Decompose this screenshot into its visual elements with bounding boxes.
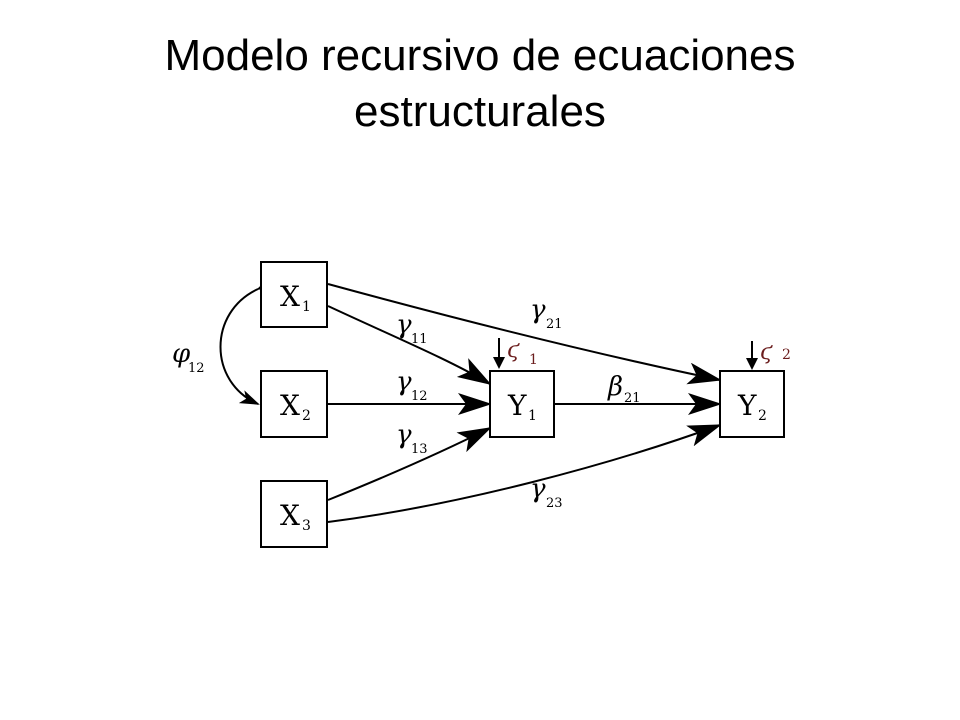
svg-text:ϛ: ϛ — [760, 340, 773, 365]
title-line-1: Modelo recursivo de ecuaciones — [164, 31, 796, 80]
label-gamma13: γ 13 — [396, 420, 428, 457]
node-x1: X 1 — [260, 261, 328, 328]
svg-text:X: X — [280, 280, 300, 313]
label-error-y2: ϛ 2 — [760, 340, 791, 365]
svg-text:γ: γ — [396, 420, 412, 450]
title-line-2: estructurales — [354, 87, 606, 136]
svg-text:Y: Y — [737, 389, 757, 422]
label-phi12: φ 12 — [172, 339, 205, 376]
svg-text:X: X — [280, 389, 300, 422]
svg-text:φ: φ — [172, 339, 191, 369]
path-x1-y2 — [327, 283, 722, 385]
label-beta21: β 21 — [607, 372, 641, 406]
svg-text:11: 11 — [411, 332, 428, 347]
svg-text:2: 2 — [782, 347, 791, 363]
svg-text:γ: γ — [396, 310, 412, 340]
svg-text:12: 12 — [188, 361, 205, 376]
svg-text:12: 12 — [411, 389, 428, 404]
node-x2: X 2 — [260, 370, 328, 438]
label-gamma23: γ 23 — [530, 474, 563, 511]
svg-text:X: X — [280, 499, 300, 532]
svg-text:2: 2 — [758, 408, 767, 424]
node-x3: X 3 — [260, 480, 328, 548]
svg-text:13: 13 — [411, 442, 428, 457]
svg-text:1: 1 — [528, 408, 537, 424]
path-x3-y1 — [327, 427, 492, 501]
label-gamma21: γ 21 — [530, 295, 563, 332]
svg-text:Y: Y — [507, 389, 527, 422]
svg-text:21: 21 — [624, 391, 641, 406]
label-gamma12: γ 12 — [396, 367, 428, 404]
node-y2: Y 2 — [719, 370, 785, 438]
svg-text:γ: γ — [530, 474, 546, 504]
path-x1-y1 — [327, 305, 492, 386]
svg-text:1: 1 — [529, 352, 538, 368]
svg-text:1: 1 — [302, 299, 311, 315]
slide-title: Modelo recursivo de ecuaciones estructur… — [0, 28, 960, 140]
label-error-y1: ϛ 1 — [507, 338, 538, 368]
svg-text:γ: γ — [396, 367, 412, 397]
path-x3-y2 — [327, 424, 722, 523]
svg-text:β: β — [607, 372, 623, 402]
node-y1: Y 1 — [489, 370, 555, 438]
phi12-correlation-arrow — [219, 275, 278, 405]
svg-text:23: 23 — [546, 496, 563, 511]
svg-text:21: 21 — [546, 317, 563, 332]
svg-text:3: 3 — [302, 518, 311, 534]
svg-text:γ: γ — [530, 295, 546, 325]
svg-text:ϛ: ϛ — [507, 338, 520, 363]
label-gamma11: γ 11 — [396, 310, 428, 347]
svg-text:2: 2 — [302, 408, 311, 424]
